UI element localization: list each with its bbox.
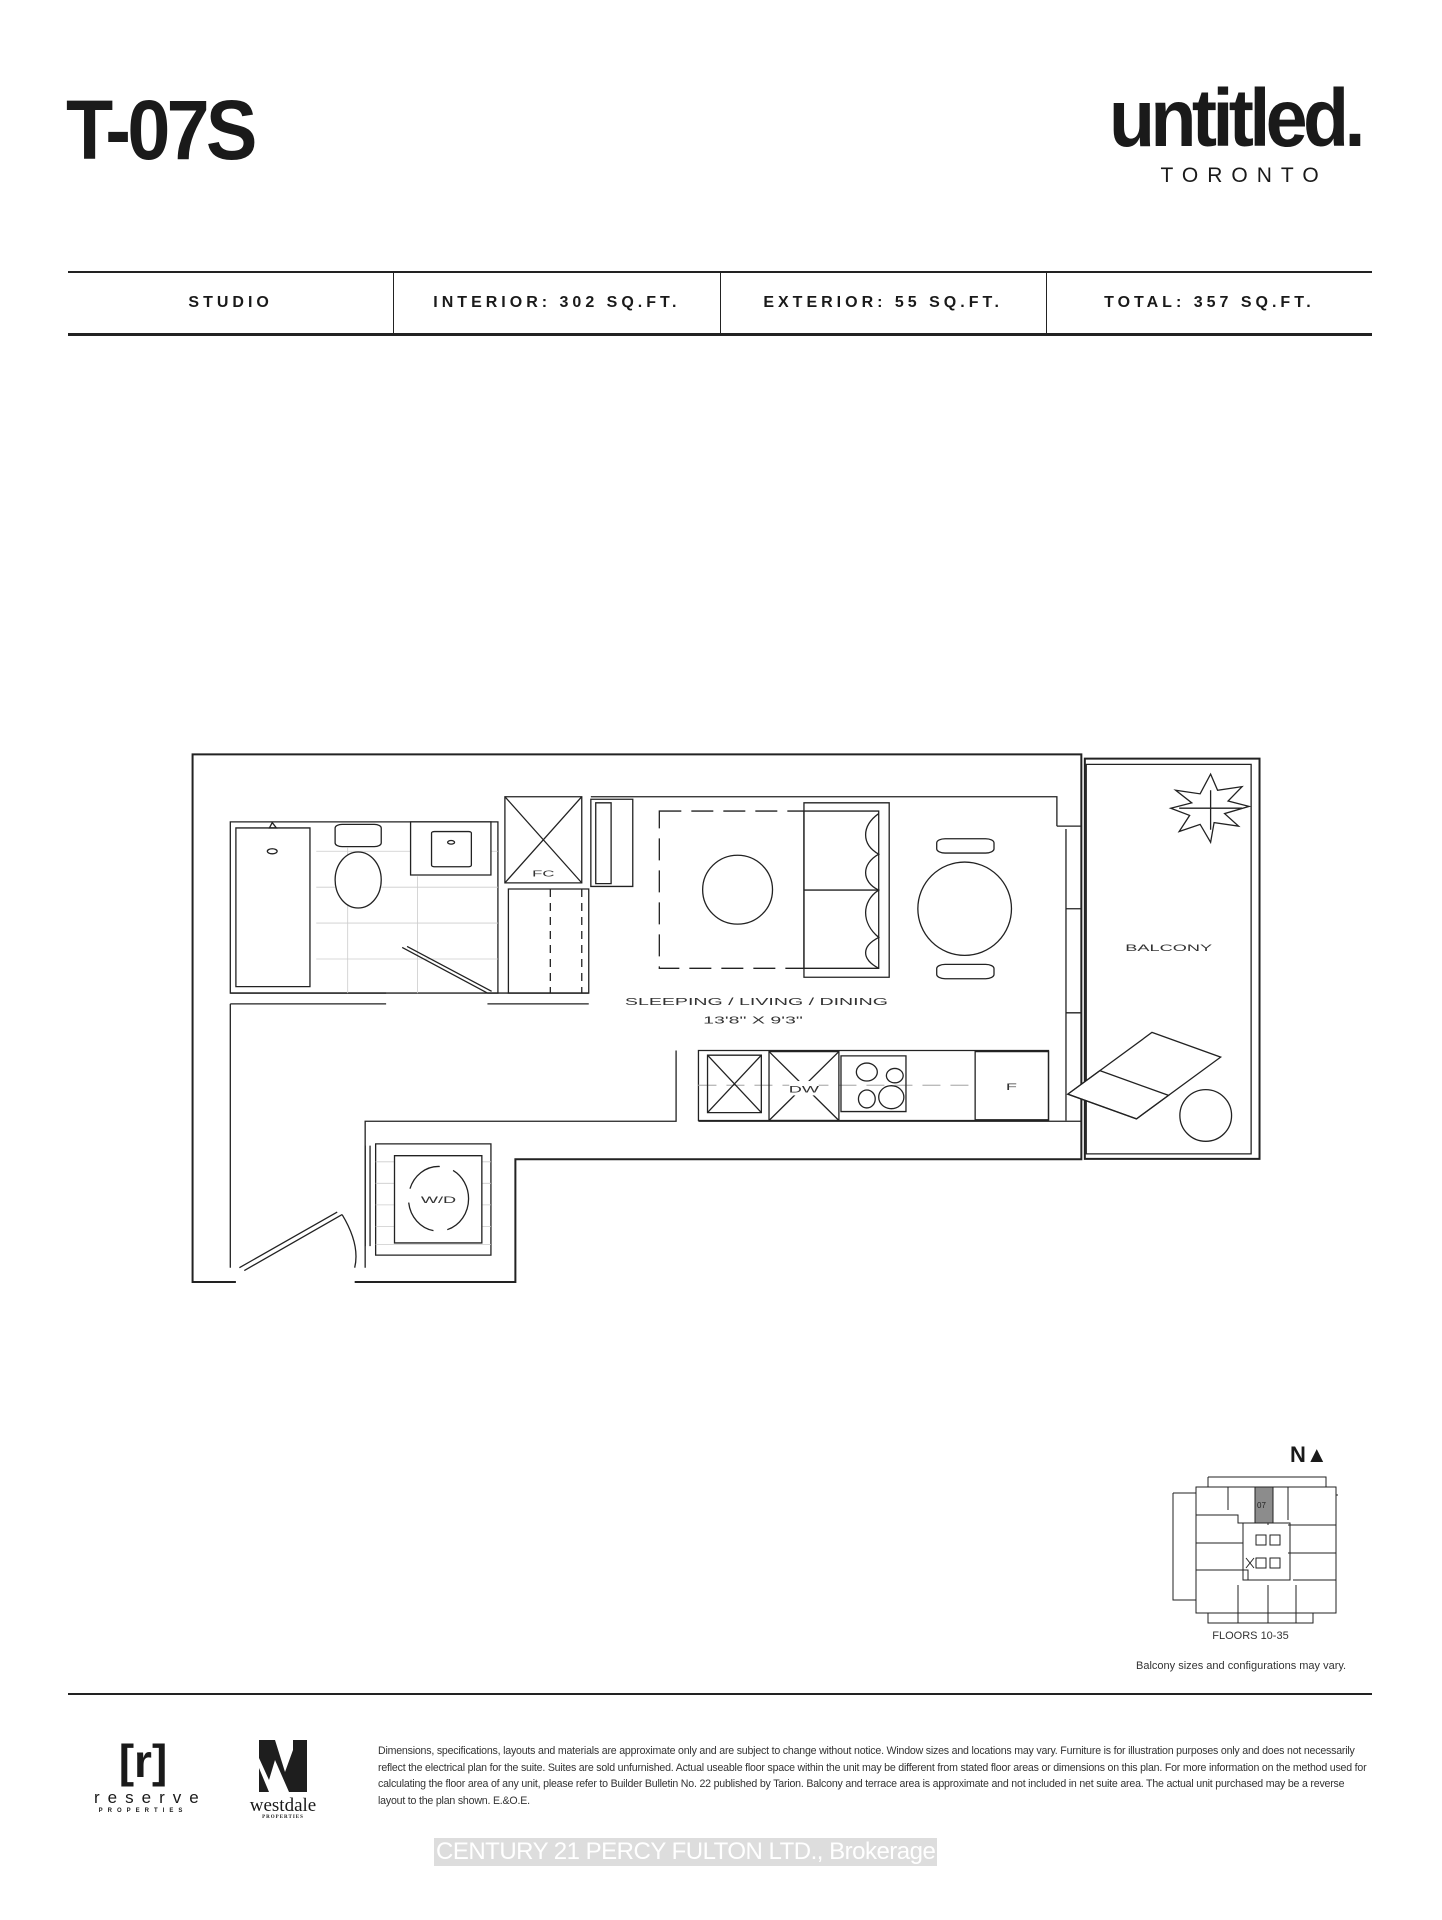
- north-indicator: N▲: [1290, 1442, 1328, 1467]
- reserve-sub: PROPERTIES: [98, 1808, 188, 1814]
- westdale-sub: PROPERTIES: [262, 1815, 304, 1820]
- dining-chair: [937, 964, 994, 978]
- balcony-note: Balcony sizes and configurations may var…: [1136, 1660, 1347, 1672]
- outer-wall: [193, 754, 1082, 1282]
- westdale-name: westdale: [249, 1795, 317, 1816]
- brand-name: untitled.: [1109, 73, 1366, 164]
- balcony-label: BALCONY: [1125, 943, 1212, 953]
- vanity-sink: [432, 832, 472, 867]
- unit-title: T-07S: [66, 83, 257, 177]
- dining-chair: [937, 839, 994, 853]
- floors-label: FLOORS 10-35: [1212, 1630, 1289, 1642]
- fc-closet: [505, 797, 582, 883]
- brand-city: TORONTO: [1160, 164, 1328, 187]
- spec-total: TOTAL: 357 SQ.FT.: [1045, 273, 1372, 333]
- room-name: SLEEPING / LIVING / DINING: [625, 997, 888, 1008]
- room-dimensions: 13'8" X 9'3": [703, 1015, 803, 1026]
- spec-exterior: EXTERIOR: 55 SQ.FT.: [719, 273, 1046, 333]
- spec-suite-type: STUDIO: [188, 294, 273, 311]
- inner-wall: [230, 797, 1081, 1268]
- entry-door: [239, 1212, 356, 1271]
- media-cabinet: [591, 799, 633, 886]
- dining-table: [918, 862, 1012, 955]
- reserve-mark: [r]: [118, 1735, 168, 1787]
- closet: [508, 889, 588, 993]
- toilet-tank: [335, 824, 381, 846]
- cooktop: [841, 1056, 906, 1112]
- reserve-properties-logo: [r] reserve PROPERTIES: [88, 1735, 207, 1814]
- westdale-w-icon: [259, 1740, 307, 1792]
- bathtub: [236, 828, 310, 987]
- spec-table: STUDIO INTERIOR: 302 SQ.FT. EXTERIOR: 55…: [68, 271, 1372, 336]
- kitchen-sink: [708, 1055, 762, 1112]
- plant-icon: [1171, 774, 1249, 842]
- footer-divider: [68, 1693, 1372, 1695]
- disclaimer: Dimensions, specifications, layouts and …: [378, 1745, 1367, 1807]
- lounge-chair: [1068, 1032, 1221, 1118]
- side-table: [1180, 1090, 1232, 1142]
- laundry-closet: [376, 1144, 491, 1255]
- coffee-table: [703, 855, 773, 924]
- spec-interior: INTERIOR: 302 SQ.FT.: [393, 273, 719, 333]
- key-plan: 07: [1168, 1475, 1346, 1625]
- reserve-name: reserve: [94, 1788, 207, 1807]
- balcony: [1085, 759, 1260, 1159]
- washer-dryer: [395, 1156, 482, 1243]
- dishwasher: [769, 1052, 839, 1121]
- fridge-label: F: [1006, 1082, 1017, 1092]
- floor-plan: FC SLEEPING / LIVING / DINING 13'8" X 9'…: [180, 740, 1270, 1300]
- dw-label: DW: [789, 1085, 820, 1095]
- unit-number: 07: [1257, 1501, 1266, 1510]
- untitled-toronto-logo: untitled. TORONTO: [1098, 78, 1372, 188]
- wd-label: W/D: [421, 1195, 456, 1205]
- fc-label: FC: [532, 869, 555, 879]
- brokerage-watermark: CENTURY 21 PERCY FULTON LTD., Brokerage: [434, 1838, 938, 1866]
- window: [1066, 829, 1081, 1120]
- toilet-bowl: [335, 852, 381, 908]
- westdale-properties-logo: westdale PROPERTIES: [238, 1740, 328, 1820]
- bathroom-door: [402, 946, 491, 993]
- fridge: [975, 1052, 1048, 1120]
